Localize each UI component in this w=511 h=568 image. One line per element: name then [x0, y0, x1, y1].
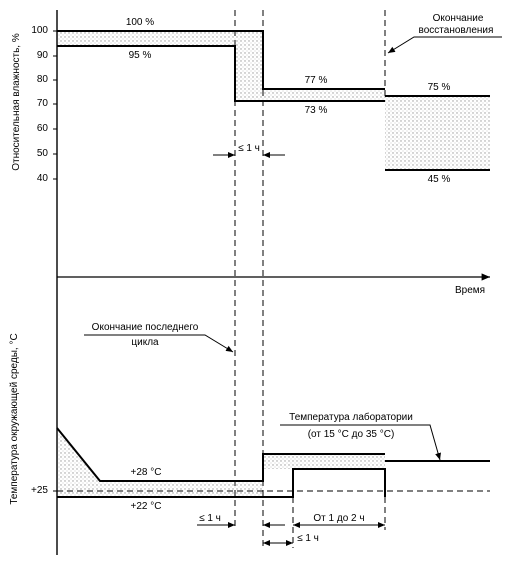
duration-label-3: От 1 до 2 ч: [313, 513, 365, 524]
humidity-tick-40: 40: [36, 173, 48, 184]
end-recovery-label-line1: Окончание: [432, 13, 484, 24]
humidity-axis-label: Относительная влажность, %: [11, 33, 22, 171]
humidity-label-73: 73 %: [304, 105, 328, 116]
duration-label-2: ≤ 1 ч: [297, 533, 319, 544]
humidity-tick-90: 90: [36, 50, 48, 61]
temperature-lower-line: [57, 468, 386, 498]
temperature-band-2: [263, 454, 385, 469]
humidity-band-2: [235, 31, 263, 101]
humidity-tick-50: 50: [36, 148, 48, 159]
temperature-label-22: +22 °С: [130, 501, 162, 512]
humidity-label-100: 100 %: [125, 17, 155, 28]
end-last-cycle-label-line2: цикла: [131, 337, 159, 348]
end-last-cycle-label-line1: Окончание последнего: [91, 322, 199, 333]
humidity-label-75: 75 %: [427, 82, 451, 93]
humidity-band-1: [57, 31, 235, 46]
humidity-band-3: [263, 89, 385, 101]
temperature-label-28: +28 °С: [130, 467, 162, 478]
temperature-band-1: [100, 481, 263, 497]
leader-end-recovery: [387, 36, 502, 54]
temperature-tick-25: +25: [31, 485, 48, 496]
humidity-label-77: 77 %: [304, 75, 328, 86]
leader-end-last-cycle: [84, 334, 234, 353]
end-recovery-label-line2: восстановления: [418, 25, 494, 36]
humidity-tick-60: 60: [36, 123, 48, 134]
humidity-label-95: 95 %: [128, 50, 152, 61]
duration-label-1: ≤ 1 ч: [199, 513, 221, 524]
humidity-tick-80: 80: [36, 74, 48, 85]
leader-lab-temperature: [280, 424, 441, 461]
lab-temperature-label-line1: Температура лаборатории: [289, 412, 413, 423]
lab-temperature-label-line2: (от 15 °С до 35 °С): [307, 429, 395, 440]
humidity-band-4: [385, 96, 490, 170]
humidity-tick-100: 100: [31, 25, 48, 36]
humidity-ticks: [53, 30, 57, 492]
humidity-duration-label: ≤ 1 ч: [238, 143, 260, 154]
humidity-tick-70: 70: [36, 98, 48, 109]
humidity-label-45: 45 %: [427, 174, 451, 185]
temperature-ramp-band: [57, 428, 100, 497]
time-axis-label: Время: [455, 285, 486, 296]
